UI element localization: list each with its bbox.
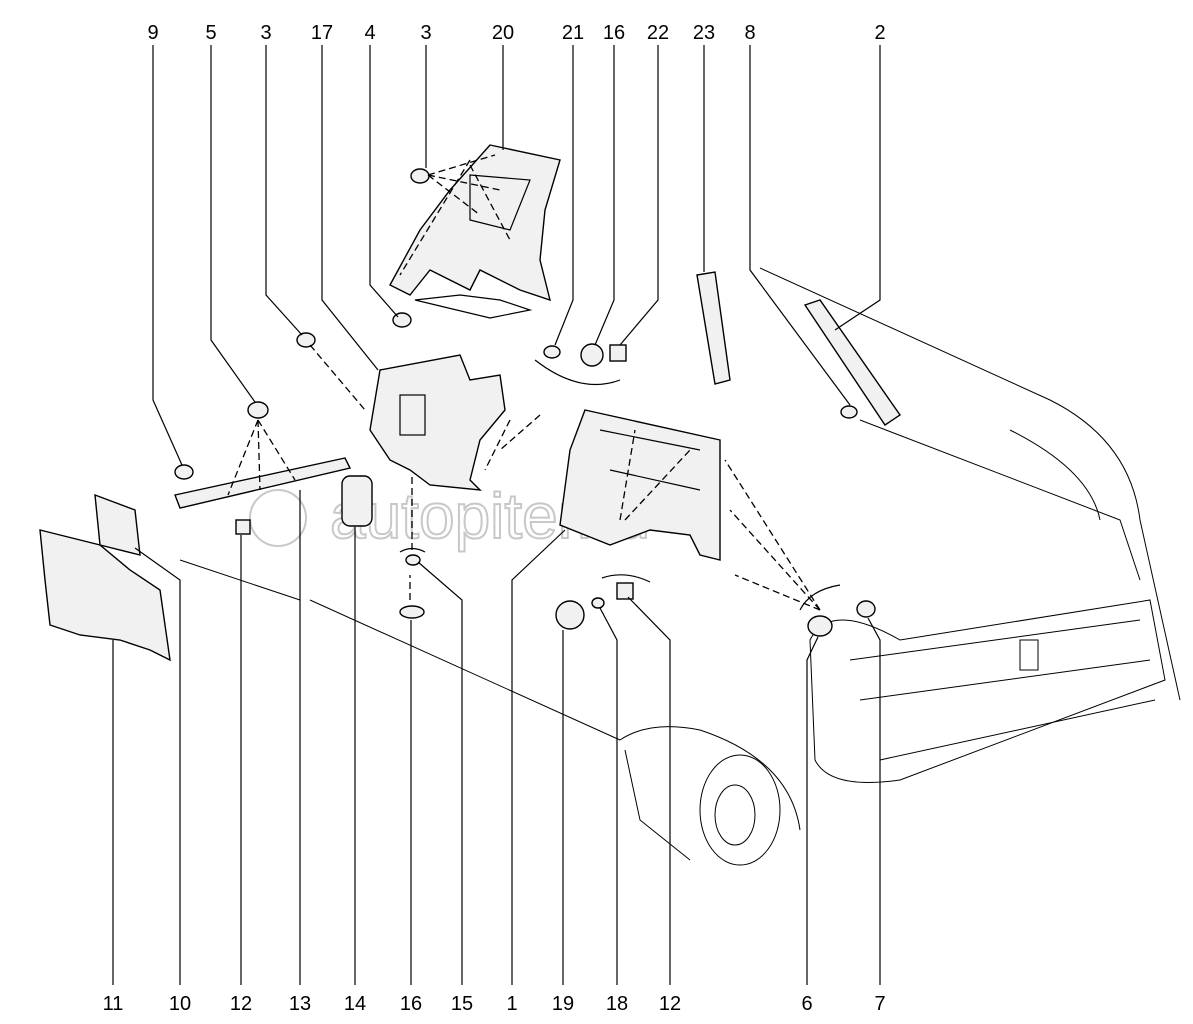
callout-label: 12 [230,993,252,1015]
callout-label: 15 [451,993,473,1015]
pillar-strip-23 [696,271,731,385]
pillar-trim-17 [369,354,506,491]
callout-label: 4 [364,22,375,44]
callout-label: 19 [552,993,574,1015]
callout-label: 7 [874,993,885,1015]
callout-label: 16 [603,22,625,44]
callout-label: 12 [659,993,681,1015]
upper-trim-panel-20 [389,144,561,319]
lower-trim-11 [39,493,171,662]
callout-label: 21 [562,22,584,44]
callout-label: 3 [420,22,431,44]
leader-lines [112,45,881,985]
callout-label: 5 [205,22,216,44]
callout-label: 17 [311,22,333,44]
bottom-callout-labels: 11 10 12 13 14 16 15 1 19 18 12 6 7 [103,993,886,1015]
rear-side-panel-1 [559,409,721,561]
callout-label: 10 [169,993,191,1015]
callout-label: 18 [606,993,628,1015]
callout-label: 3 [260,22,271,44]
callout-label: 9 [147,22,158,44]
callout-label: 1 [506,993,517,1015]
top-callout-labels: 9 5 3 17 4 3 20 21 16 22 23 8 2 [147,22,885,44]
callout-label: 16 [400,993,422,1015]
car-body-outline [179,267,1181,866]
callout-label: 22 [647,22,669,44]
callout-label: 13 [289,993,311,1015]
callout-label: 8 [744,22,755,44]
callout-label: 11 [103,993,124,1015]
assembly-lines [227,154,841,611]
callout-label: 20 [492,22,514,44]
callout-label: 6 [801,993,812,1015]
callout-label: 23 [693,22,715,44]
sill-strip-13 [174,457,352,509]
callout-label: 14 [344,993,366,1015]
pillar-strip-2 [803,299,901,426]
cover-14 [341,475,373,527]
callout-label: 2 [874,22,885,44]
